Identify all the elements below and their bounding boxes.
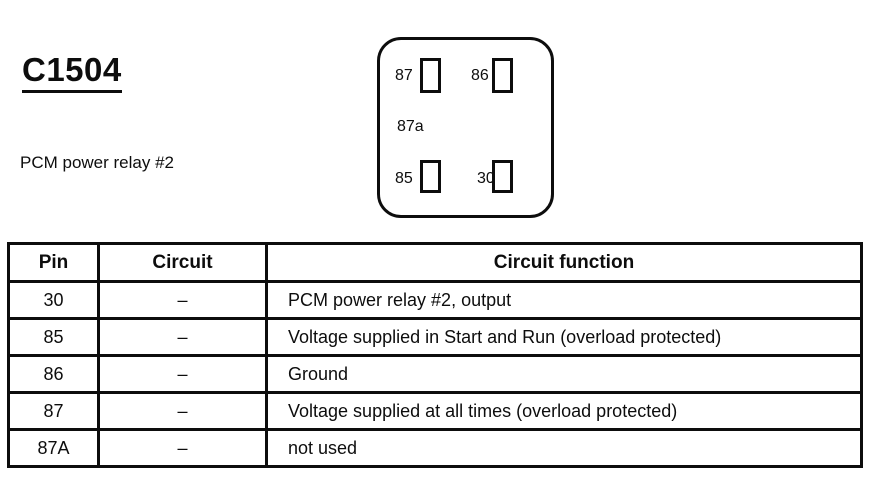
column-header-circuit-function: Circuit function <box>265 242 863 283</box>
circuit-cell: – <box>97 391 268 431</box>
column-header-circuit: Circuit <box>97 242 268 283</box>
table-header-row: Pin Circuit Circuit function <box>7 242 863 283</box>
relay-pinout-diagram: 87 86 87a 85 30 <box>377 37 554 218</box>
circuit-cell: – <box>97 354 268 394</box>
pin-cell: 30 <box>7 280 100 320</box>
circuit-cell: – <box>97 317 268 357</box>
pin-label-87a: 87a <box>397 118 424 135</box>
pin-label-30: 30 <box>477 170 495 187</box>
pin-slot-86 <box>492 58 513 93</box>
pin-label-86: 86 <box>471 67 489 84</box>
pin-circuit-table: Pin Circuit Circuit function 30 – PCM po… <box>7 242 863 468</box>
table-row: 87 – Voltage supplied at all times (over… <box>7 391 863 431</box>
pin-cell: 87 <box>7 391 100 431</box>
pin-cell: 87A <box>7 428 100 468</box>
function-cell: PCM power relay #2, output <box>265 280 863 320</box>
circuit-cell: – <box>97 280 268 320</box>
function-cell: Voltage supplied at all times (overload … <box>265 391 863 431</box>
column-header-pin: Pin <box>7 242 100 283</box>
function-cell: not used <box>265 428 863 468</box>
circuit-cell: – <box>97 428 268 468</box>
function-cell: Voltage supplied in Start and Run (overl… <box>265 317 863 357</box>
pin-label-87: 87 <box>395 67 413 84</box>
table-row: 85 – Voltage supplied in Start and Run (… <box>7 317 863 357</box>
connector-description: PCM power relay #2 <box>20 153 175 172</box>
pin-slot-30 <box>492 160 513 193</box>
pin-slot-85 <box>420 160 441 193</box>
pin-label-85: 85 <box>395 170 413 187</box>
connector-id-title: C1504 <box>22 51 122 94</box>
table-row: 87A – not used <box>7 428 863 468</box>
pin-cell: 85 <box>7 317 100 357</box>
function-cell: Ground <box>265 354 863 394</box>
pin-slot-87 <box>420 58 441 93</box>
table-row: 30 – PCM power relay #2, output <box>7 280 863 320</box>
table-row: 86 – Ground <box>7 354 863 394</box>
pin-cell: 86 <box>7 354 100 394</box>
